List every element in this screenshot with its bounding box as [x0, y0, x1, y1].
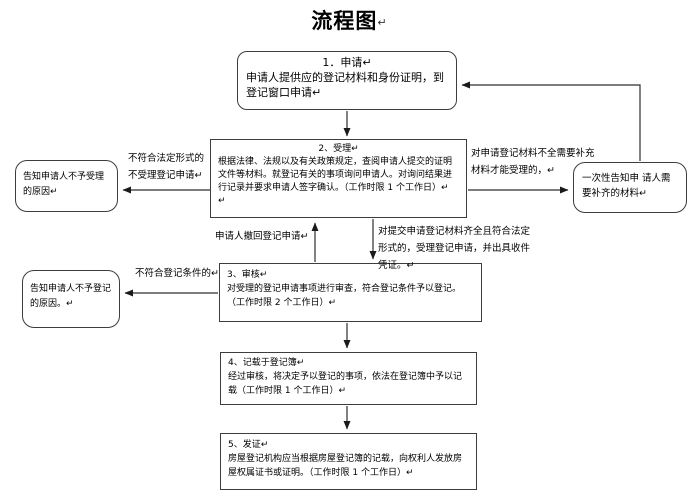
page-title-text: 流程图: [311, 9, 378, 33]
node-notify-no-accept: 告知申请人不予受理的原因↵: [15, 160, 118, 212]
node-record-body: 经过审核，将决定予以登记的事项，依法在登记簿中予以记载（工作时限 1 个工作日）…: [228, 372, 463, 396]
label-complete-accept: 对提交申请登记材料齐全且符合法定形式的，受理登记申请，并出具收件凭证。↵: [378, 226, 531, 271]
node-review-title: 3、审核↵: [227, 270, 268, 280]
node-issue: 5、发证↵ 房屋登记机构应当根据房屋登记簿的记载，向权利人发放房屋权属证书或证明…: [220, 433, 477, 490]
node-record: 4、记载于登记簿↵ 经过审核，将决定予以登记的事项，依法在登记簿中予以记载（工作…: [220, 352, 477, 405]
node-notify-no-register: 告知申请人不予登记的原因。↵: [22, 270, 120, 328]
node-apply: 1．申请↵ 申请人提供应的登记材料和身份证明，到登记窗口申请↵: [237, 51, 457, 110]
page-title: 流程图↵: [0, 5, 699, 35]
node-review: 3、审核↵ 对受理的登记申请事项进行审查，符合登记条件予以登记。（工作时限 2 …: [219, 263, 482, 322]
node-issue-body: 房屋登记机构应当根据房屋登记簿的记载，向权利人发放房屋权属证书或证明。（工作时限…: [228, 454, 463, 478]
node-onetime-notify: 一次性告知申 请人需要补齐的材料↵: [573, 162, 687, 213]
label-incomplete-materials: 对申请登记材料不全需要补充材料才能受理的，↵: [471, 148, 595, 176]
node-record-title: 4、记载于登记簿↵: [228, 358, 305, 368]
label-withdraw-application: 申请人撤回登记申请↵: [215, 231, 309, 242]
node-onetime-notify-body: 一次性告知申 请人需要补齐的材料↵: [582, 173, 671, 199]
label-not-legal-form: 不符合法定形式的不受理登记申请↵: [128, 153, 205, 181]
paragraph-mark-icon: ↵: [377, 16, 388, 29]
node-notify-no-accept-body: 告知申请人不予受理的原因↵: [23, 172, 105, 197]
node-apply-title: 1．申请↵: [322, 56, 372, 69]
node-accept: 2、受理↵ 根据法律、法规以及有关政策规定，查阅申请人提交的证明文件等材料。就登…: [210, 139, 467, 218]
node-notify-no-register-body: 告知申请人不予登记的原因。↵: [30, 284, 112, 309]
node-review-body: 对受理的登记申请事项进行审查，符合登记条件予以登记。（工作时限 2 个工作日）↵: [227, 284, 462, 308]
label-not-register-condition: 不符合登记条件的↵: [135, 268, 219, 279]
connector-onetime-notify-to-apply: [461, 81, 641, 161]
node-apply-body: 申请人提供应的登记材料和身份证明，到登记窗口申请↵: [246, 71, 444, 99]
node-accept-title: 2、受理↵: [318, 144, 359, 154]
node-issue-title: 5、发证↵: [228, 440, 269, 450]
node-accept-body: 根据法律、法规以及有关政策规定，查阅申请人提交的证明文件等材料。就登记有关的事项…: [218, 157, 453, 206]
